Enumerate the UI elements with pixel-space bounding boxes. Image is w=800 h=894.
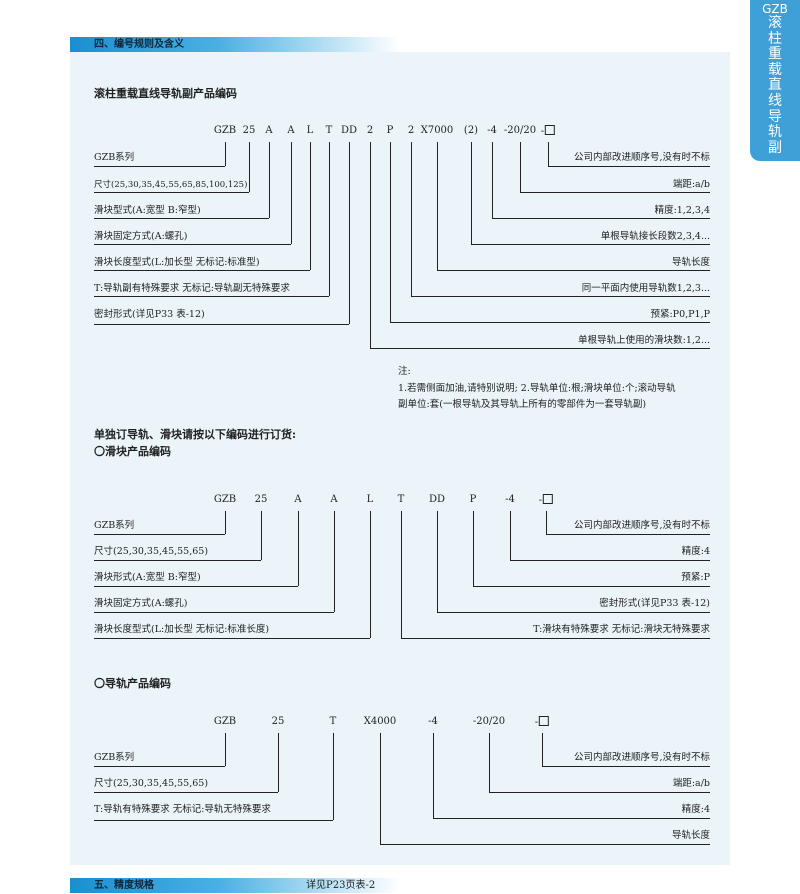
code-seal: DD [340, 125, 358, 136]
rail-code-heading: 〇导轨产品编码 [94, 677, 171, 690]
code-revision: - [541, 125, 556, 138]
code-rail-length: X7000 [420, 125, 454, 136]
code-length: L [366, 494, 374, 505]
block-right-label: T:滑块有特殊要求 无标记:滑块无特殊要求 [533, 624, 710, 635]
block-right-label: 预紧:P [681, 572, 710, 583]
section-4-title: 四、编号规则及含义 [94, 39, 184, 50]
rail-right-label: 导轨长度 [671, 830, 710, 841]
notes-title: 注: [398, 366, 411, 377]
code-special: T [329, 716, 337, 727]
block-right-label: 密封形式(详见P33 表-12) [599, 598, 710, 609]
code-block-type: A [294, 494, 302, 505]
block-right-label: 精度:4 [681, 546, 710, 557]
code-end-distance: -20/20 [472, 716, 506, 727]
full-right-label: 精度:1,2,3,4 [654, 205, 710, 216]
rail-left-label: T:导轨有特殊要求 无标记:导轨无特殊要求 [94, 804, 271, 815]
side-tab-title: 滚柱重载直线导轨副 [768, 15, 782, 156]
code-rails-per-plane: 2 [407, 125, 415, 136]
content-panel [70, 52, 730, 865]
full-right-label: 单根导轨接长段数2,3,4... [600, 231, 710, 242]
full-left-label: 滑块长度型式(L:加长型 无标记:标准型) [94, 257, 260, 268]
code-revision: - [539, 494, 554, 507]
notes-line-2: 副单位:套(一根导轨及其导轨上所有的零部件为一套导轨副) [398, 399, 647, 410]
code-end-distance: -20/20 [503, 125, 537, 136]
code-accuracy: -4 [487, 125, 497, 136]
rail-right-label: 公司内部改进顺序号,没有时不标 [573, 752, 710, 763]
rail-left-label: GZB系列 [94, 752, 135, 763]
full-right-label: 同一平面内使用导轨数1,2,3... [581, 283, 710, 294]
block-left-label: 滑块固定方式(A:螺孔) [94, 598, 188, 609]
full-left-label: 尺寸(25,30,35,45,55,65,85,100,125) [94, 180, 248, 190]
full-right-label: 公司内部改进顺序号,没有时不标 [573, 152, 710, 163]
full-left-label: 滑块型式(A:宽型 B:窄型) [94, 205, 201, 216]
block-left-label: 滑块长度型式(L:加长型 无标记:标准长度) [94, 624, 270, 635]
section-5-bar: 五、精度规格 [70, 878, 400, 893]
block-right-label: 公司内部改进顺序号,没有时不标 [573, 520, 710, 531]
section-5-title: 五、精度规格 [94, 880, 154, 891]
full-left-label: GZB系列 [94, 152, 135, 163]
code-special: T [397, 494, 405, 505]
full-right-label: 端距:a/b [672, 179, 710, 190]
code-size: 25 [242, 125, 256, 136]
block-left-label: 尺寸(25,30,35,45,55,65) [94, 546, 209, 557]
code-rail-length: X4000 [363, 716, 397, 727]
full-code-heading: 滚柱重载直线导轨副产品编码 [94, 87, 237, 100]
code-accuracy: -4 [428, 716, 438, 727]
code-accuracy: -4 [505, 494, 515, 505]
block-left-label: GZB系列 [94, 520, 135, 531]
notes-line-1: 1.若需侧面加油,请特别说明; 2.导轨单位:根;滑块单位:个;滚动导轨 [398, 383, 676, 394]
code-series: GZB [213, 716, 237, 727]
code-joint-count: (2) [463, 125, 479, 136]
side-tab-brand: GZB [762, 2, 788, 16]
code-size: 25 [271, 716, 285, 727]
full-left-label: T:导轨副有特殊要求 无标记:导轨副无特殊要求 [94, 283, 290, 294]
code-seal: DD [428, 494, 446, 505]
code-preload: P [469, 494, 477, 505]
code-size: 25 [254, 494, 268, 505]
code-series: GZB [213, 125, 237, 136]
section-5-reference: 详见P23页表-2 [306, 880, 376, 891]
code-blocks-per-rail: 2 [366, 125, 374, 136]
rail-right-label: 端距:a/b [672, 778, 710, 789]
code-fixing: A [330, 494, 338, 505]
full-right-label: 导轨长度 [671, 257, 710, 268]
code-preload: P [386, 125, 394, 136]
full-left-label: 密封形式(详见P33 表-12) [94, 309, 205, 320]
block-left-label: 滑块形式(A:宽型 B:窄型) [94, 572, 201, 583]
code-length: L [306, 125, 314, 136]
order-intro: 单独订导轨、滑块请按以下编码进行订货: [94, 428, 297, 441]
code-revision: - [535, 716, 550, 729]
chapter-side-tab[interactable]: GZB 滚柱重载直线导轨副 [750, 0, 800, 161]
code-special: T [325, 125, 333, 136]
code-series: GZB [213, 494, 237, 505]
full-right-label: 单根导轨上使用的滑块数:1,2... [578, 335, 710, 346]
full-right-label: 预紧:P0,P1,P [650, 309, 710, 320]
code-block-type: A [265, 125, 273, 136]
rail-right-label: 精度:4 [681, 804, 710, 815]
block-code-heading: 〇滑块产品编码 [94, 445, 171, 458]
full-left-label: 滑块固定方式(A:螺孔) [94, 231, 188, 242]
rail-left-label: 尺寸(25,30,35,45,55,65) [94, 778, 209, 789]
section-4-bar: 四、编号规则及含义 [70, 37, 400, 52]
code-fixing: A [287, 125, 295, 136]
